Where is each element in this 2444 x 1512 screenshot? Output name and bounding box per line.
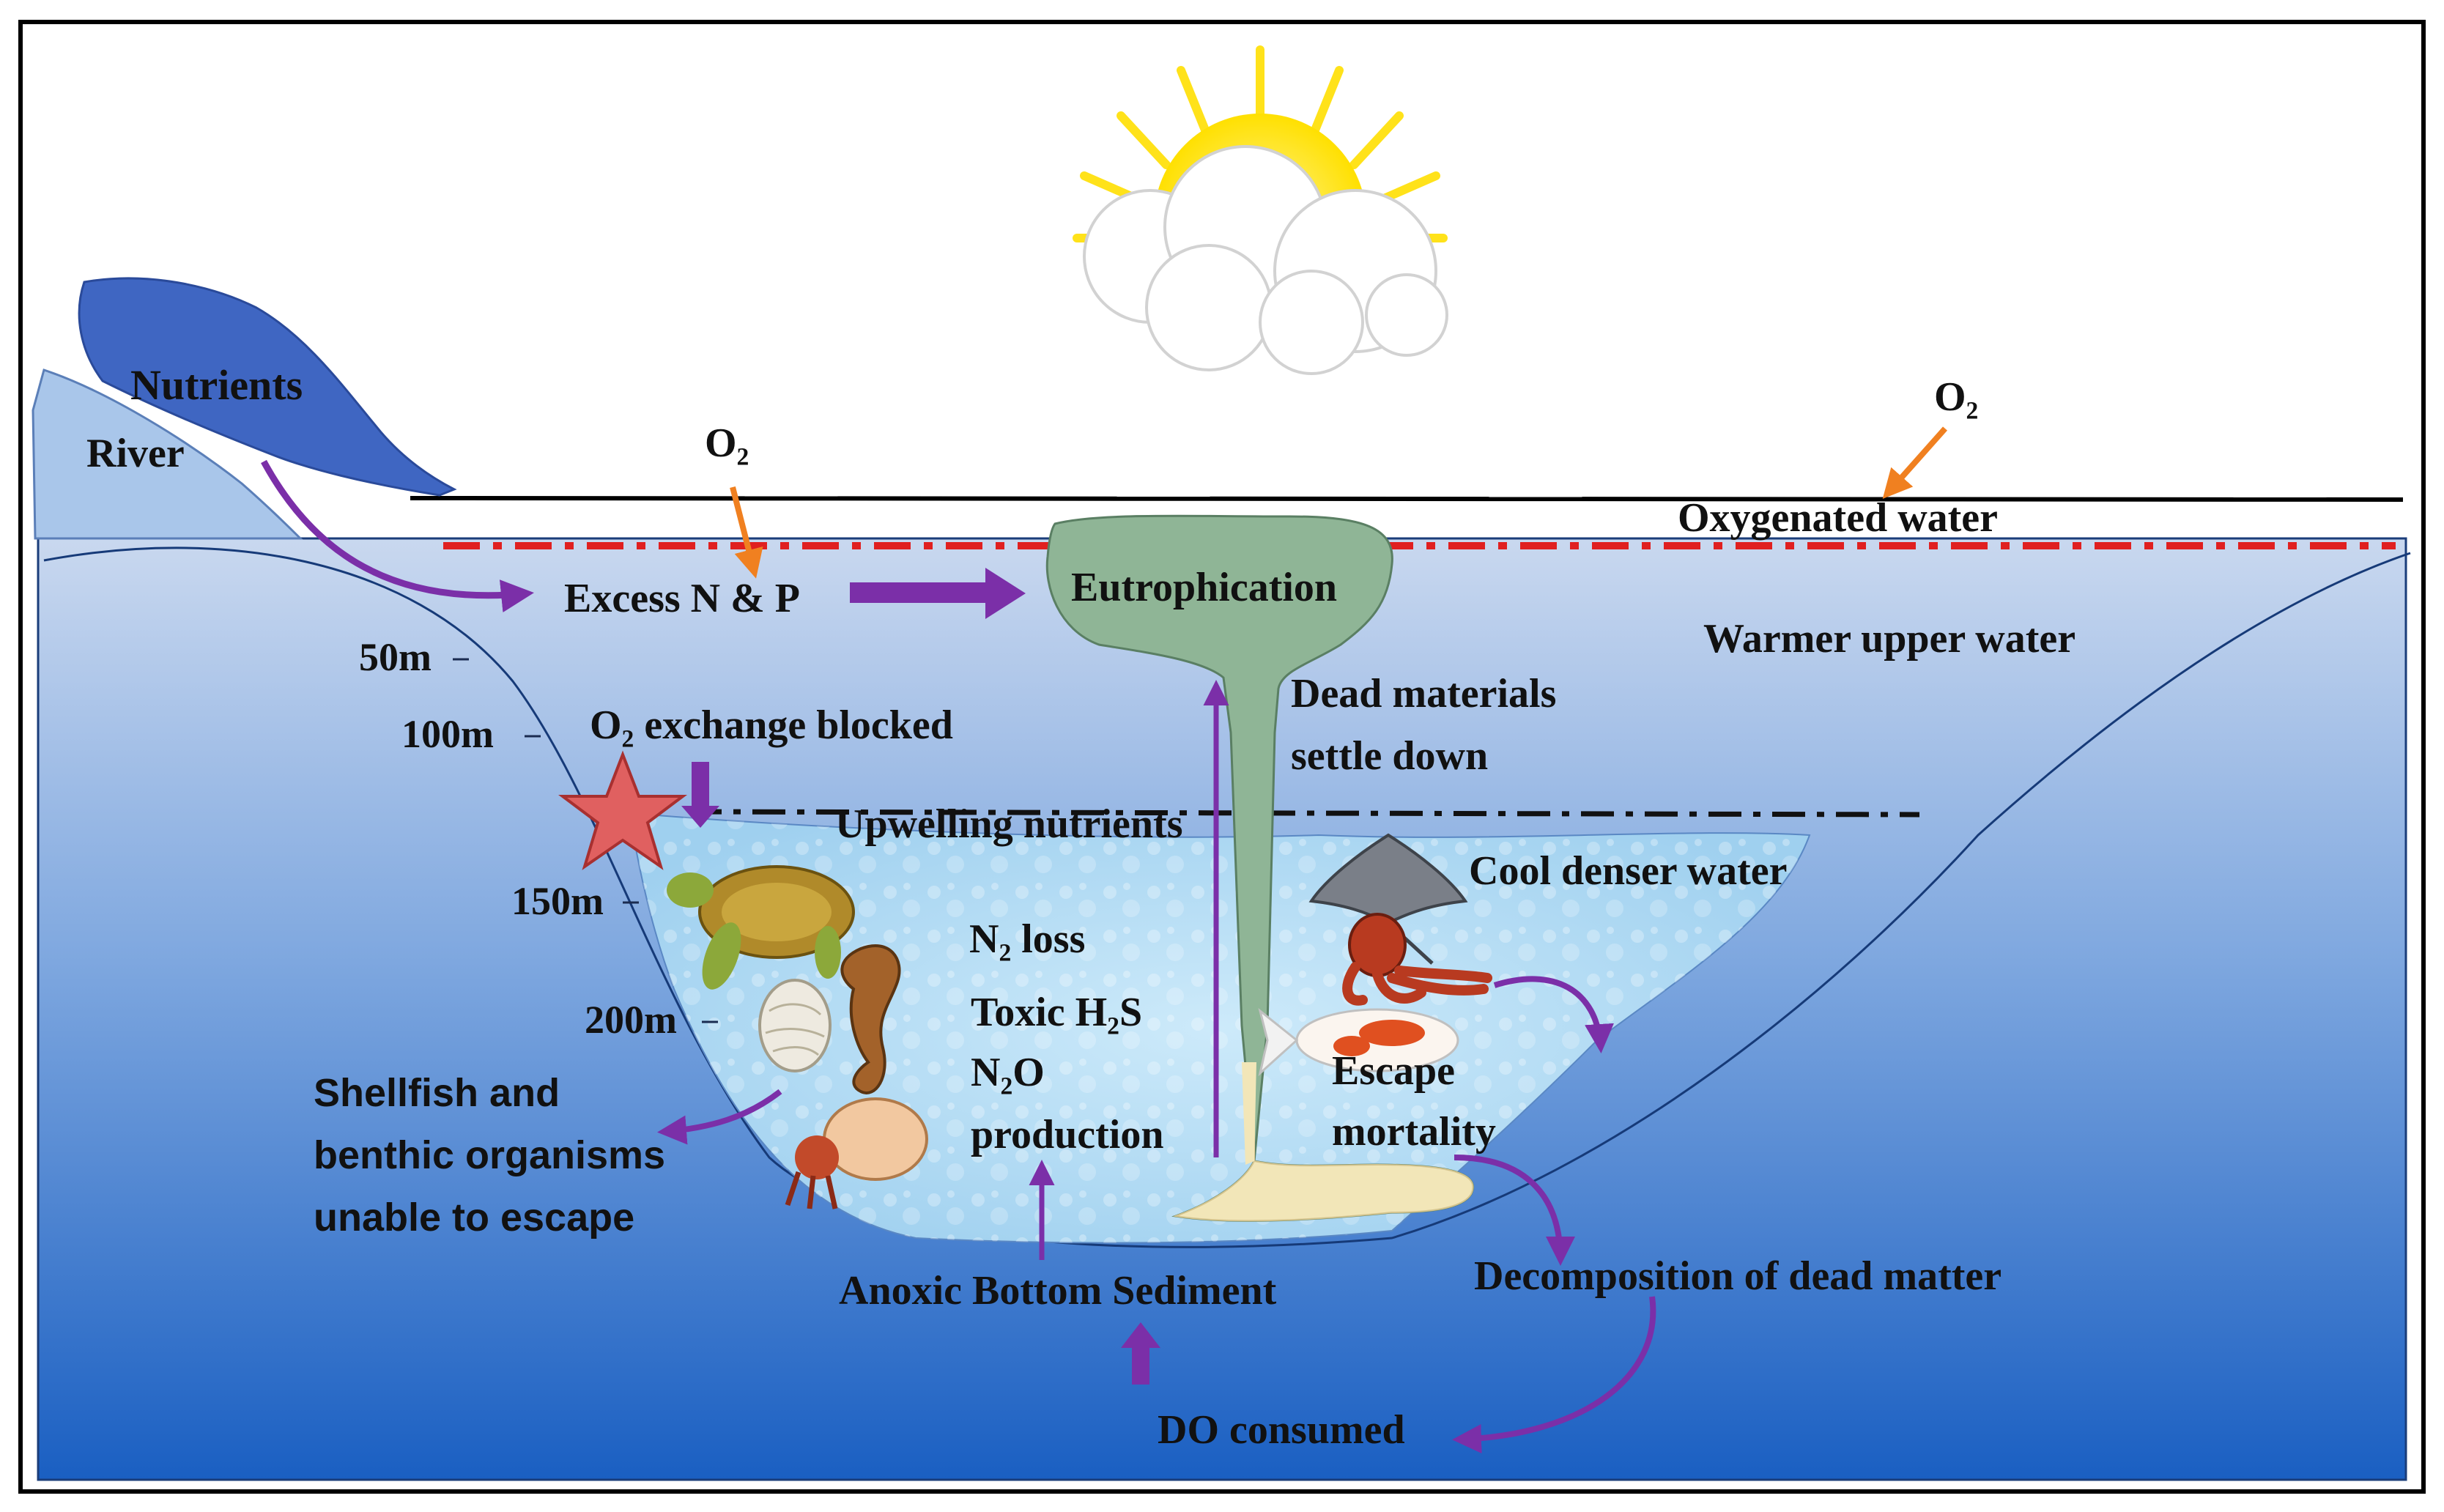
water-surface-line (410, 496, 2404, 502)
o2-arrow-right (1882, 426, 1947, 499)
depth-label-200m: 200m (585, 998, 677, 1042)
depth-label-100m: 100m (401, 712, 494, 756)
oxygenated-water-label: Oxygenated water (1678, 495, 1998, 541)
shellfish-label-line3: unable to escape (314, 1196, 634, 1239)
hermit-crab-icon (785, 1097, 928, 1209)
river-bank (32, 368, 303, 540)
shellfish-label-line1: Shellfish and (314, 1071, 560, 1115)
decomposition-to-do-arrow (1452, 1296, 1656, 1454)
river-flow (78, 277, 457, 497)
cool-denser-water-label: Cool denser water (1469, 848, 1787, 894)
toxic-h2s-label: Toxic H₂S (971, 990, 1142, 1035)
koi-fish-icon (1258, 1008, 1459, 1077)
oyster-shell-icon (758, 979, 832, 1072)
do-to-sediment-arrow (1121, 1322, 1160, 1385)
depth-ticks (453, 658, 718, 1023)
shellfish-label-line2: benthic organisms (314, 1133, 665, 1177)
warmer-upper-water-label: Warmer upper water (1703, 616, 2075, 662)
anoxic-bottom-sediment-label: Anoxic Bottom Sediment (839, 1268, 1277, 1313)
excess-np-label: Excess N & P (564, 576, 800, 621)
escape-label: Escape (1332, 1048, 1455, 1094)
eutrophication-label: Eutrophication (1071, 565, 1337, 610)
mortality-to-decomposition-arrow (1454, 1155, 1575, 1266)
o2-label-left: O₂ (705, 420, 749, 466)
depth-label-50m: 50m (359, 635, 432, 679)
nutrients-to-excess-arrow (261, 459, 534, 612)
thermocline-line (688, 809, 1920, 818)
do-consumed-label: DO consumed (1158, 1407, 1405, 1453)
n2-loss-label: N₂ loss (969, 916, 1085, 962)
excess-to-eutrophication-arrow (850, 568, 1026, 619)
sediment-deposit (1173, 1099, 1474, 1222)
mortality-label: mortality (1332, 1109, 1496, 1155)
nutrients-label: Nutrients (130, 361, 303, 409)
n2o-label: N₂O (971, 1050, 1045, 1095)
starfish-icon (558, 750, 687, 870)
decomposition-label: Decomposition of dead matter (1474, 1253, 2002, 1299)
production-label: production (971, 1112, 1163, 1157)
sea-turtle-icon (667, 865, 855, 990)
settle-down-label: settle down (1291, 733, 1488, 779)
seahorse-icon (840, 944, 901, 1094)
sediment-column (1242, 1062, 1256, 1165)
upwelling-nutrients-label: Upwelling nutrients (835, 801, 1183, 847)
cloud-icon (1083, 145, 1448, 375)
o2-exchange-blocked-label: O₂ exchange blocked (590, 703, 953, 748)
dead-materials-label: Dead materials (1291, 671, 1556, 716)
o2-blocked-arrow (681, 762, 719, 828)
shellfish-arrow (657, 1089, 782, 1145)
river-label: River (86, 431, 185, 476)
o2-arrow-left (730, 486, 763, 579)
o2-label-right: O₂ (1934, 374, 1978, 420)
depth-label-150m: 150m (511, 879, 604, 923)
octopus-to-escape-arrow (1493, 976, 1614, 1053)
octopus-icon (1342, 913, 1492, 1006)
